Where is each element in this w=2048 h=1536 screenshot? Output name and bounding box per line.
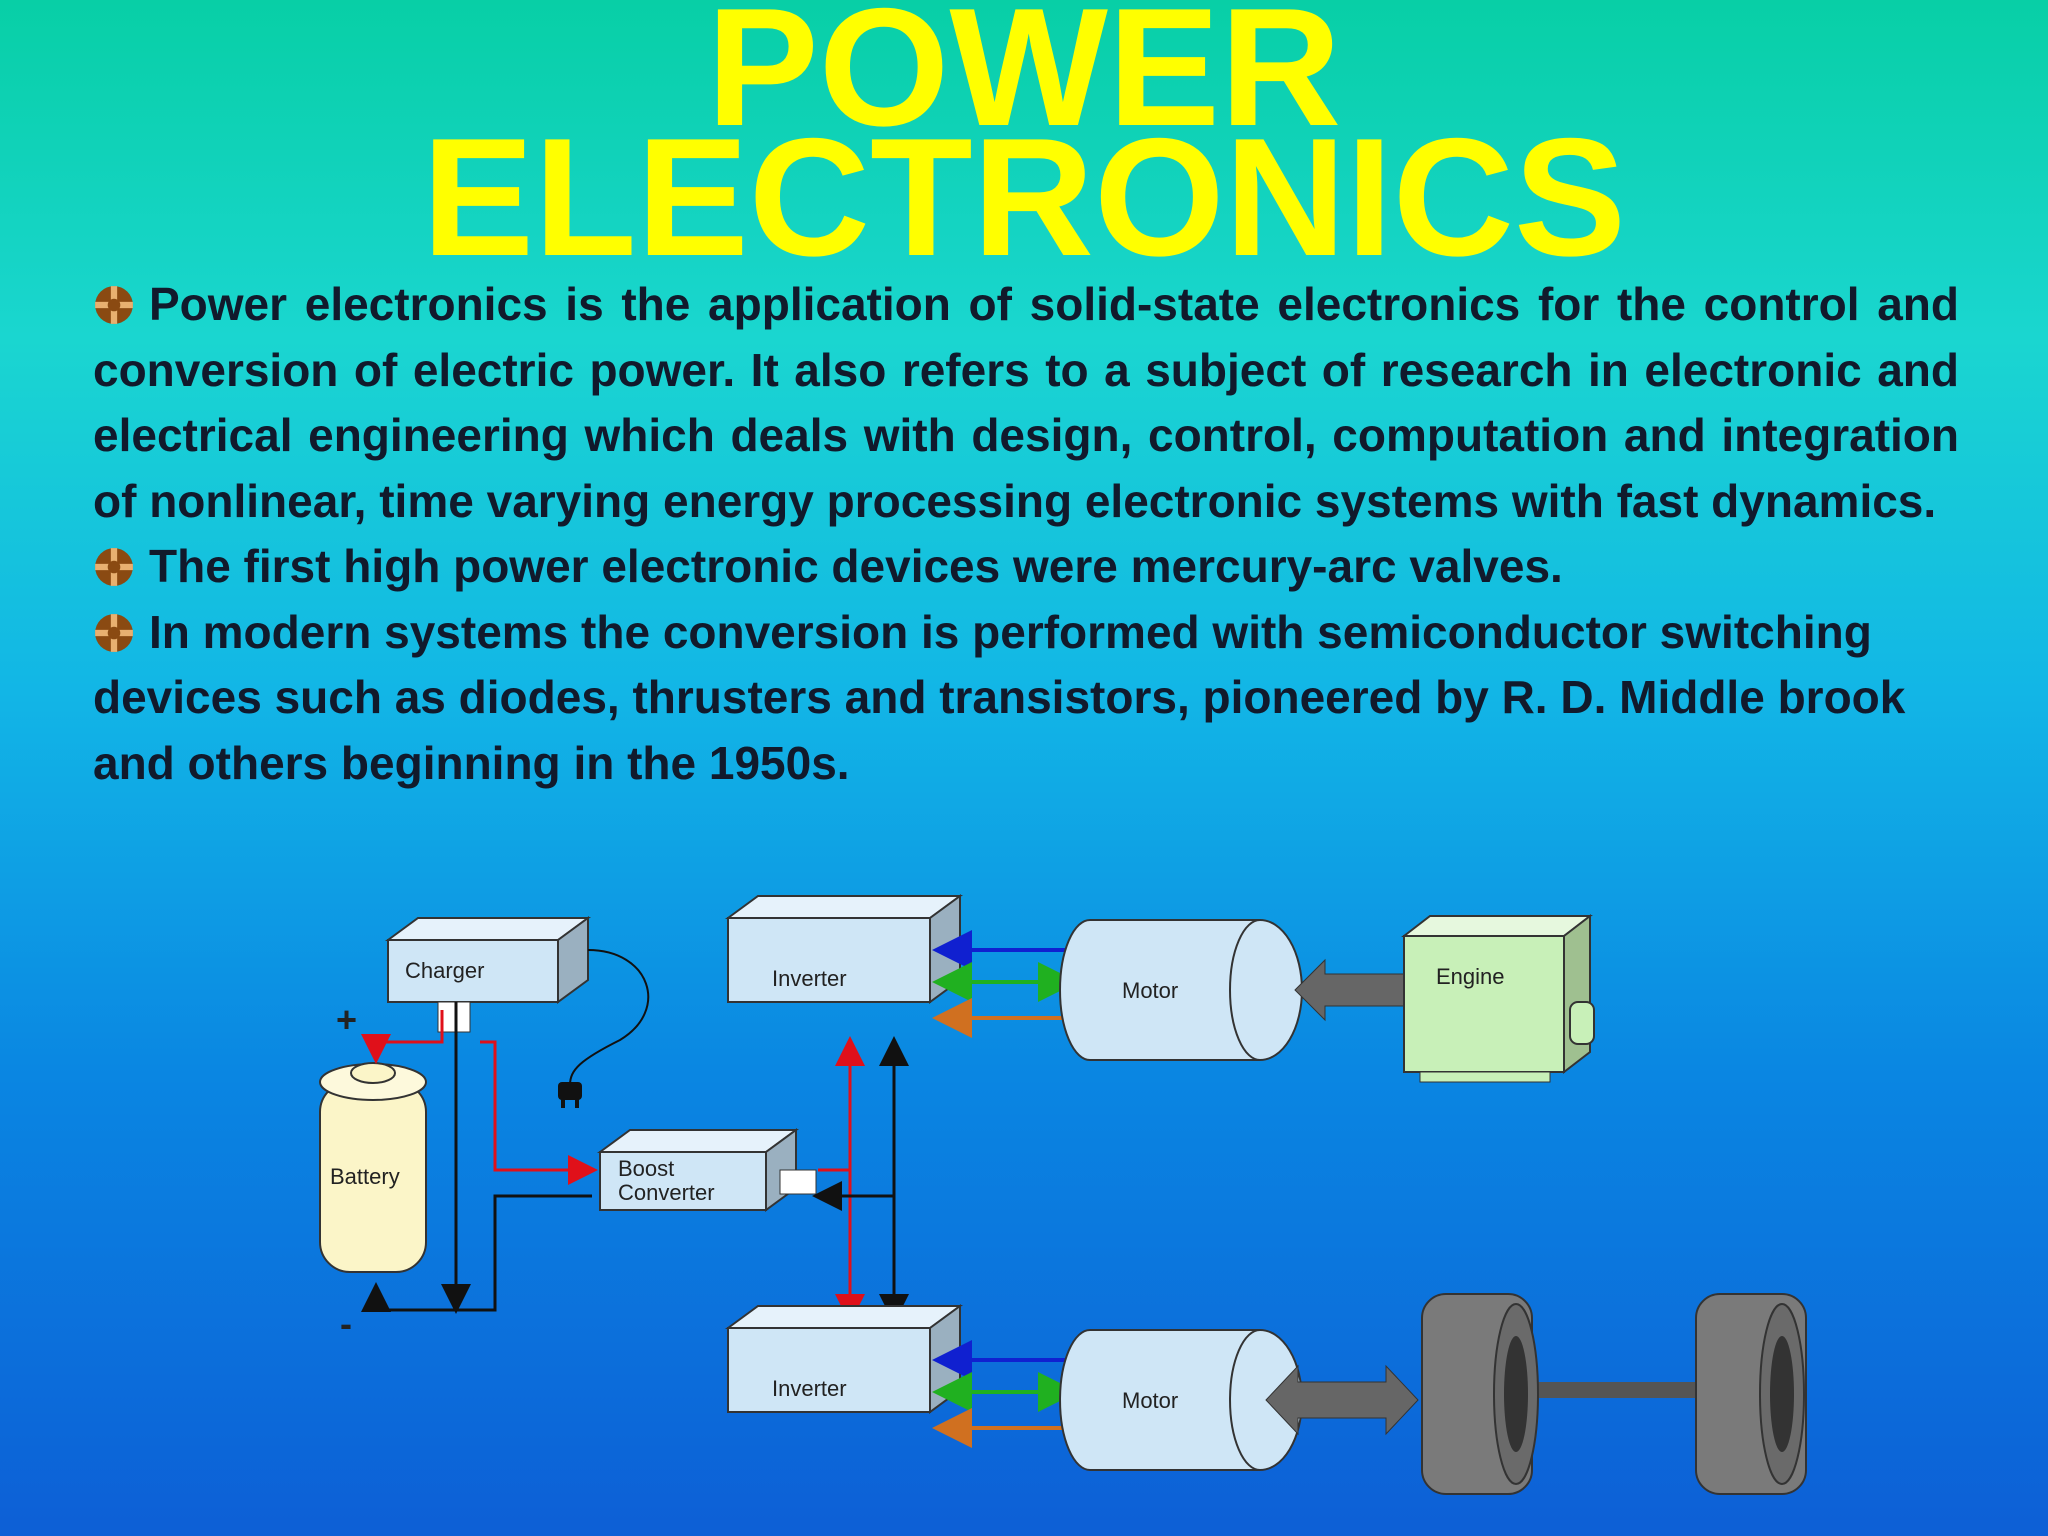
sun-bullet-icon	[95, 548, 133, 586]
title-line-1: POWER	[706, 0, 1342, 161]
dc-wiring	[361, 1001, 598, 1314]
wheel-axle-icon	[1421, 1293, 1807, 1495]
plug-icon	[558, 1082, 582, 1108]
boost-label-line1: Boost	[618, 1156, 674, 1181]
motor-bottom-label: Motor	[1122, 1388, 1178, 1413]
paragraph-2-text: The first high power electronic devices …	[149, 540, 1563, 592]
paragraph-1: Power electronics is the application of …	[93, 272, 1959, 534]
sun-bullet-icon	[95, 286, 133, 324]
paragraph-2: The first high power electronic devices …	[93, 534, 1959, 600]
inverter-bottom-label: Inverter	[772, 1376, 847, 1401]
paragraph-3: In modern systems the conversion is perf…	[93, 600, 1959, 797]
drive-shaft-arrow	[1265, 1364, 1419, 1436]
motor-top: Motor	[1059, 919, 1303, 1061]
diagram-svg: Charger Battery + -	[319, 894, 1807, 1495]
charger-box: Charger	[384, 916, 592, 1004]
minus-sign: -	[340, 1303, 352, 1344]
battery-label: Battery	[330, 1164, 400, 1189]
inverter-top-label: Inverter	[772, 966, 847, 991]
inverter-bus	[812, 1036, 909, 1324]
boost-converter-box: Boost Converter	[596, 1128, 800, 1212]
motor-top-label: Motor	[1122, 978, 1178, 1003]
paragraph-1-text: Power electronics is the application of …	[93, 278, 1959, 527]
engine-label: Engine	[1436, 964, 1505, 989]
motor-bottom: Motor	[1059, 1329, 1303, 1471]
boost-output-terminal	[779, 1169, 817, 1195]
paragraph-3-text: In modern systems the conversion is perf…	[93, 605, 1906, 789]
plus-sign: +	[336, 999, 357, 1040]
hybrid-drivetrain-diagram: Charger Battery + -	[150, 870, 1850, 1510]
inverter-bottom-phase-lines	[932, 1340, 1078, 1448]
battery: Battery	[319, 1062, 427, 1273]
inverter-bottom-box: Inverter	[724, 1304, 964, 1414]
boost-label-line2: Converter	[618, 1180, 715, 1205]
sun-bullet-icon	[95, 613, 133, 652]
engine-shaft-arrow	[1294, 958, 1411, 1022]
inverter-top-box: Inverter	[724, 894, 964, 1004]
charger-label: Charger	[405, 958, 484, 983]
body-text: Power electronics is the application of …	[93, 272, 1959, 796]
title-line-2: ELECTRONICS	[421, 103, 1627, 291]
engine-box: Engine	[1401, 913, 1595, 1083]
inverter-top-phase-lines	[932, 930, 1078, 1038]
charger-cord	[569, 949, 650, 1086]
